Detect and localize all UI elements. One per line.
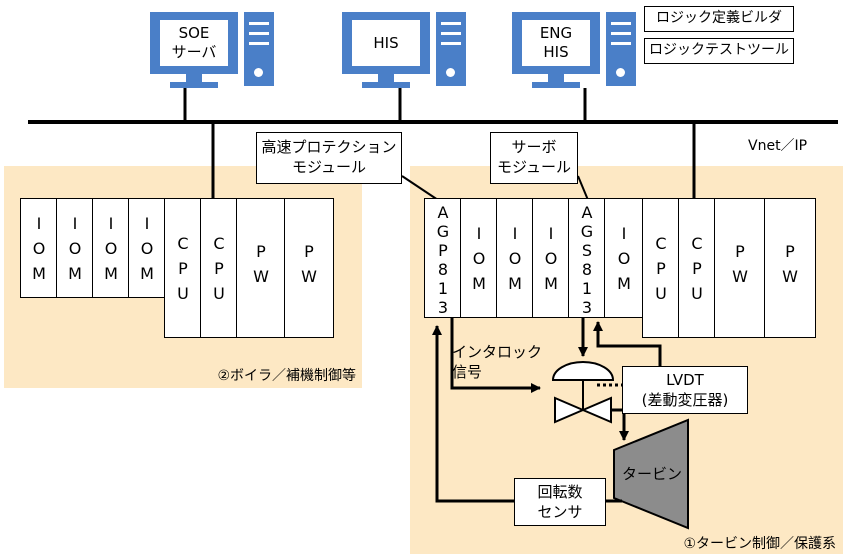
left-cpu-2: C P U — [200, 198, 238, 338]
left-iom-4: I O M — [128, 198, 166, 298]
right-iom-4: I O M — [604, 198, 644, 318]
left-iom-1: I O M — [20, 198, 58, 298]
left-pw-1: P W — [236, 198, 286, 338]
left-pw-2: P W — [284, 198, 334, 338]
soe-server-tower-icon — [244, 12, 274, 86]
lvdt-label: LVDT (差動変圧器) — [622, 366, 748, 414]
boiler-caption: ②ボイラ／補機制御等 — [217, 368, 356, 384]
agp813-module: A G P 8 1 3 — [424, 198, 462, 318]
eng-his-label: ENG HIS — [522, 20, 590, 66]
right-iom-1: I O M — [460, 198, 498, 318]
his-label: HIS — [352, 20, 420, 66]
right-iom-3: I O M — [532, 198, 570, 318]
right-iom-2: I O M — [496, 198, 534, 318]
eng-his-tower-icon — [606, 12, 636, 86]
left-iom-2: I O M — [56, 198, 94, 298]
left-iom-3: I O M — [92, 198, 130, 298]
right-pw-1: P W — [714, 198, 766, 338]
interlock-signal-label: インタロック 信号 — [452, 343, 543, 381]
network-label: Vnet／IP — [748, 138, 808, 154]
left-cpu-1: C P U — [164, 198, 202, 338]
logic-builder-label: ロジック定義ビルダ — [644, 6, 794, 32]
turbine-icon — [613, 418, 689, 530]
ags813-module: A G S 8 1 3 — [568, 198, 606, 318]
speed-sensor-label: 回転数 センサ — [514, 478, 606, 526]
protection-module-callout: 高速プロテクション モジュール — [256, 132, 402, 184]
right-cpu-2: C P U — [678, 198, 716, 338]
valve-icon — [554, 396, 612, 424]
right-pw-2: P W — [764, 198, 816, 338]
turbine-caption: ①タービン制御／保護系 — [683, 536, 836, 552]
actuator-dome — [551, 361, 615, 381]
logic-test-tool-label: ロジックテストツール — [644, 38, 794, 64]
servo-module-callout: サーボ モジュール — [490, 132, 578, 184]
soe-server-label: SOE サーバ — [160, 20, 228, 66]
his-tower-icon — [436, 12, 466, 86]
turbine-label: タービン — [621, 465, 682, 483]
right-cpu-1: C P U — [642, 198, 680, 338]
